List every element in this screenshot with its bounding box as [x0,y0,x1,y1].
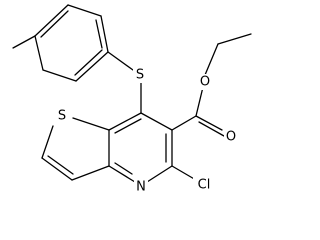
pyridine-ring [108,112,173,183]
svg-text:S: S [58,109,66,124]
aryl-sulfur-bond [107,51,134,71]
thiophene-sulfur-label: S [55,108,69,124]
svg-text:O: O [200,75,210,90]
chloro-bond [171,165,197,181]
ether-oxygen-label: O [198,74,212,90]
svg-text:S: S [136,68,144,83]
nitrogen-label: N [134,179,148,195]
methyl-bond [12,35,36,49]
svg-text:Cl: Cl [198,178,211,193]
chlorine-label: Cl [193,177,215,193]
svg-text:O: O [226,130,236,145]
thioether-sulfur-label: S [133,67,147,83]
chemical-structure: S S O O N Cl [12,4,252,195]
carbonyl-oxygen-label: O [224,129,238,145]
ester-group [171,33,252,137]
svg-text:N: N [136,180,146,195]
thiophene-ring [41,117,110,181]
tolyl-ring [34,4,109,82]
